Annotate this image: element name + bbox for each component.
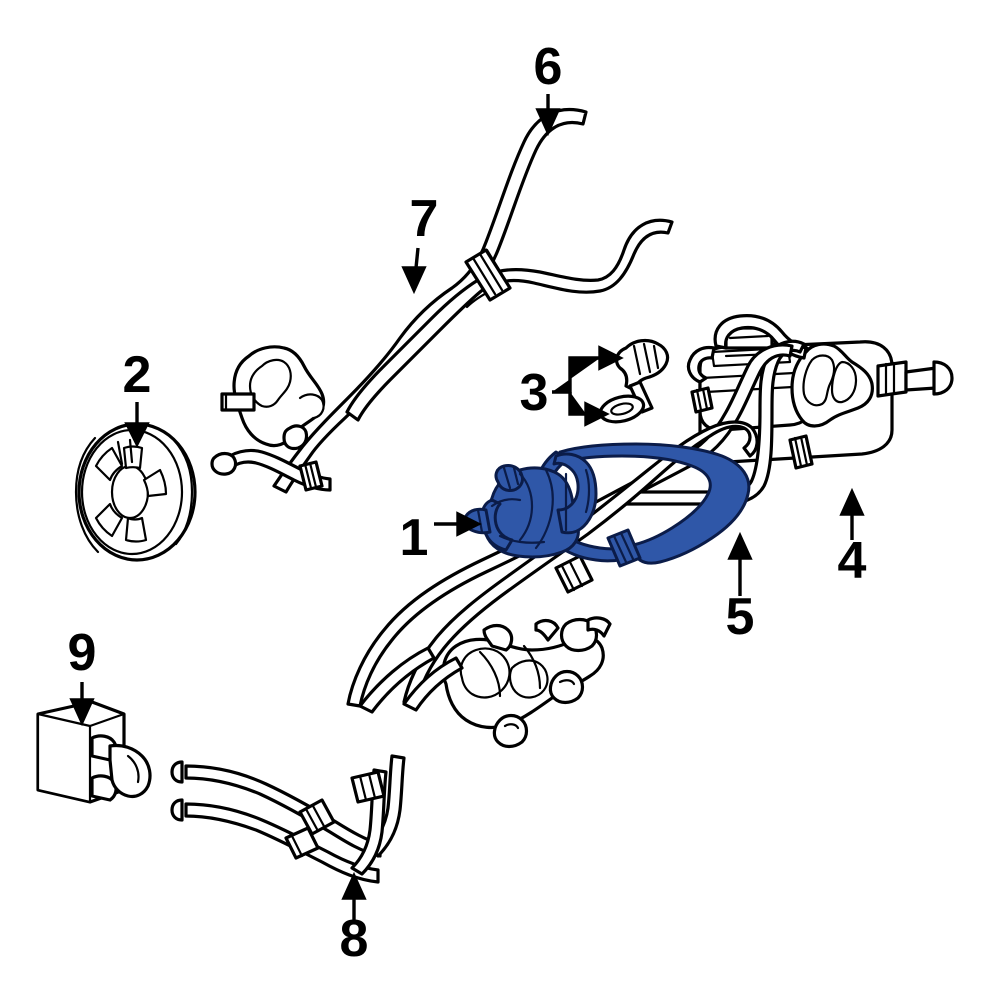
secondary-pump-outline <box>220 345 326 451</box>
callout-8-arrow-head <box>341 871 367 900</box>
callout-3-bracket-upper <box>552 356 600 394</box>
callout-1-arrow-head <box>456 511 482 537</box>
callout-3-label: 3 <box>520 364 549 422</box>
callout-4-arrow-head <box>839 487 865 516</box>
callout-1-label: 1 <box>400 509 429 567</box>
callout-5-arrow-head <box>727 531 753 560</box>
callout-2: 2 <box>123 346 152 448</box>
callout-5: 5 <box>726 531 755 646</box>
callout-1: 1 <box>400 509 482 567</box>
callout-6-arrow-head <box>535 108 561 137</box>
callout-7-label: 7 <box>410 190 439 248</box>
callout-2-arrow-head <box>124 422 150 448</box>
callout-4-label: 4 <box>838 532 867 590</box>
gear-feed-lines <box>358 646 464 714</box>
callout-3-arrow-head-seal <box>584 401 610 427</box>
cooler-lines-pair <box>170 754 406 884</box>
callout-3-bracket-lower <box>568 392 586 416</box>
callout-4: 4 <box>838 487 867 590</box>
hose-line-upper-short <box>345 218 674 422</box>
callout-9-label: 9 <box>68 624 97 682</box>
callout-6: 6 <box>534 38 563 137</box>
pump-inlet-stub <box>210 448 332 492</box>
steering-gear-box <box>441 616 612 749</box>
callout-9: 9 <box>68 624 97 727</box>
callout-9-arrow-head <box>69 698 95 727</box>
callout-8: 8 <box>340 871 368 968</box>
callout-7-arrow-line <box>414 247 420 269</box>
power-steering-cooler <box>36 700 152 804</box>
callout-7-arrow-head <box>401 266 427 295</box>
callout-3-arrow-head-bolt <box>598 345 624 371</box>
callout-2-label: 2 <box>123 346 152 404</box>
callout-5-label: 5 <box>726 588 755 646</box>
hose-coupling-sleeve-upper <box>464 248 512 302</box>
callout-7: 7 <box>401 190 439 295</box>
callout-6-label: 6 <box>534 38 563 96</box>
callout-3: 3 <box>520 345 624 427</box>
